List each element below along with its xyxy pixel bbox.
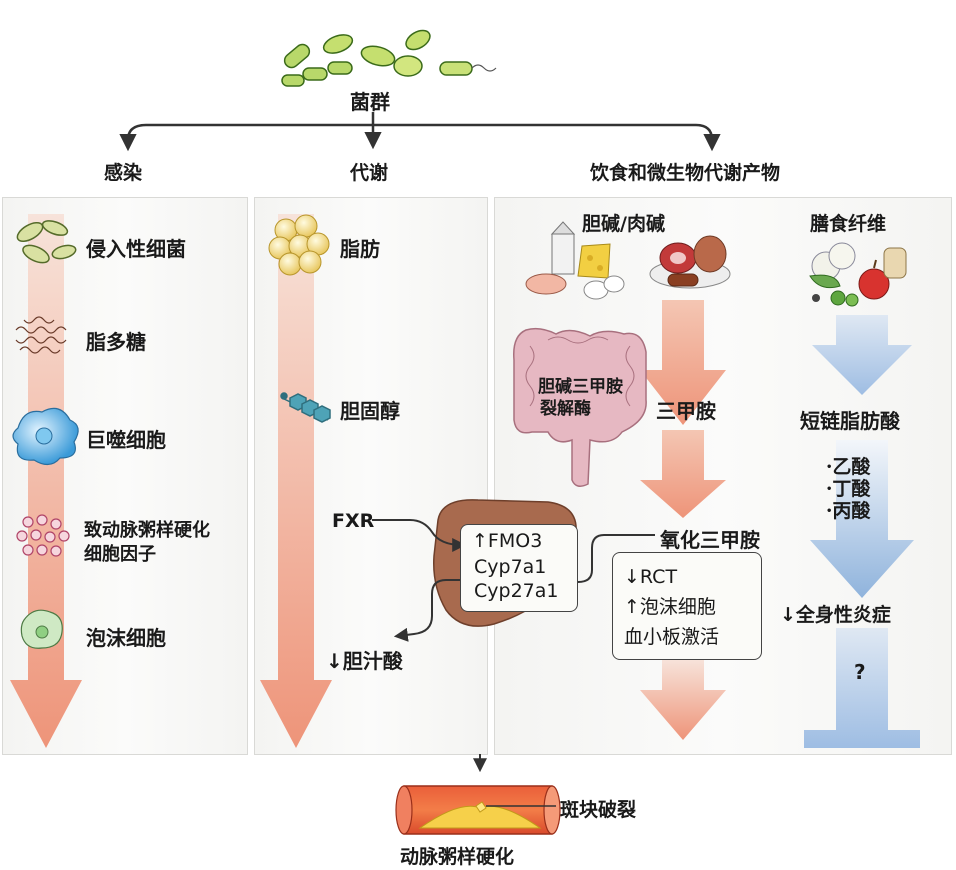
label-choline: 胆碱/肉碱 bbox=[582, 213, 665, 235]
liver-enzymes-box bbox=[460, 524, 578, 612]
microbiota-label: 菌群 bbox=[350, 90, 390, 114]
acetate-text: 乙酸 bbox=[832, 456, 871, 478]
liver-fmo3: ↑FMO3 bbox=[472, 530, 543, 552]
macrophage-icon bbox=[12, 407, 79, 466]
effect-platelet: 血小板激活 bbox=[624, 626, 720, 648]
fiber-arrow bbox=[812, 315, 912, 395]
liver-cyp27a1: Cyp27a1 bbox=[474, 580, 559, 602]
propionate-text: 丙酸 bbox=[832, 500, 871, 522]
rct-text: RCT bbox=[639, 566, 678, 588]
effect-foam: ↑泡沫细胞 bbox=[624, 596, 716, 618]
tmao-arrow bbox=[640, 660, 726, 740]
label-cholesterol: 胆固醇 bbox=[340, 399, 400, 423]
label-enzyme-l1: 胆碱三甲胺 bbox=[538, 377, 623, 397]
tma-arrow bbox=[640, 430, 726, 518]
label-fat: 脂肪 bbox=[340, 237, 380, 261]
butyrate-text: 丁酸 bbox=[832, 478, 871, 500]
liver-cyp7a1: Cyp7a1 bbox=[474, 556, 547, 578]
label-bile-acid: ↓胆汁酸 bbox=[326, 649, 403, 673]
label-tma: 三甲胺 bbox=[656, 399, 716, 423]
label-propionate: •丙酸 bbox=[826, 500, 871, 522]
label-atherosclerosis: 动脉粥样硬化 bbox=[400, 846, 515, 868]
label-butyrate: •丁酸 bbox=[826, 478, 871, 500]
fmo3-text: FMO3 bbox=[487, 530, 543, 552]
artery-icon bbox=[395, 785, 561, 835]
invasive-bacteria-icon bbox=[16, 220, 77, 264]
label-inflammation: ↓全身性炎症 bbox=[780, 604, 891, 626]
label-enzyme-l2: 裂解酶 bbox=[540, 399, 591, 419]
label-macrophage: 巨噬细胞 bbox=[86, 428, 166, 452]
branch-arrows bbox=[119, 112, 721, 152]
bacteria-icon bbox=[281, 29, 497, 87]
label-rupture: 斑块破裂 bbox=[560, 799, 637, 821]
label-cytokine-l2: 细胞因子 bbox=[84, 544, 156, 565]
dietary-fiber-icon bbox=[809, 242, 907, 307]
choline-arrow bbox=[640, 300, 726, 425]
intestine-icon bbox=[513, 327, 647, 487]
header-diet: 饮食和微生物代谢产物 bbox=[590, 162, 781, 184]
cytokine-icon bbox=[16, 514, 70, 557]
question-inhibit bbox=[804, 628, 920, 748]
lipopolysaccharide-icon bbox=[15, 316, 67, 354]
label-question: ? bbox=[854, 660, 866, 684]
choline-foods-icon bbox=[525, 221, 731, 300]
label-fiber: 膳食纤维 bbox=[810, 213, 887, 235]
scfa-arrow bbox=[810, 440, 914, 598]
bile-acid-text: 胆汁酸 bbox=[342, 649, 403, 673]
cholesterol-molecule-icon bbox=[280, 392, 331, 423]
header-infection: 感染 bbox=[104, 162, 143, 184]
label-tmao: 氧化三甲胺 bbox=[660, 528, 760, 552]
label-acetate: •乙酸 bbox=[826, 456, 871, 478]
label-cytokine-l1: 致动脉粥样硬化 bbox=[84, 520, 210, 541]
label-scfa: 短链脂肪酸 bbox=[800, 409, 900, 433]
fat-droplets-icon bbox=[268, 214, 330, 276]
effect-rct: ↓RCT bbox=[624, 566, 678, 588]
tmao-effects-box bbox=[612, 552, 762, 660]
foam-cell-icon bbox=[20, 609, 63, 649]
foam-text: 泡沫细胞 bbox=[639, 596, 716, 618]
label-lps: 脂多糖 bbox=[86, 330, 146, 354]
label-fxr: FXR bbox=[332, 510, 375, 532]
label-invasive-bacteria: 侵入性细菌 bbox=[86, 237, 186, 261]
inflammation-text: 全身性炎症 bbox=[795, 604, 891, 626]
metabolism-arrow bbox=[260, 214, 332, 748]
infection-arrow bbox=[10, 214, 82, 748]
header-metabolism: 代谢 bbox=[350, 162, 389, 184]
label-foam-cell: 泡沫细胞 bbox=[86, 626, 166, 650]
